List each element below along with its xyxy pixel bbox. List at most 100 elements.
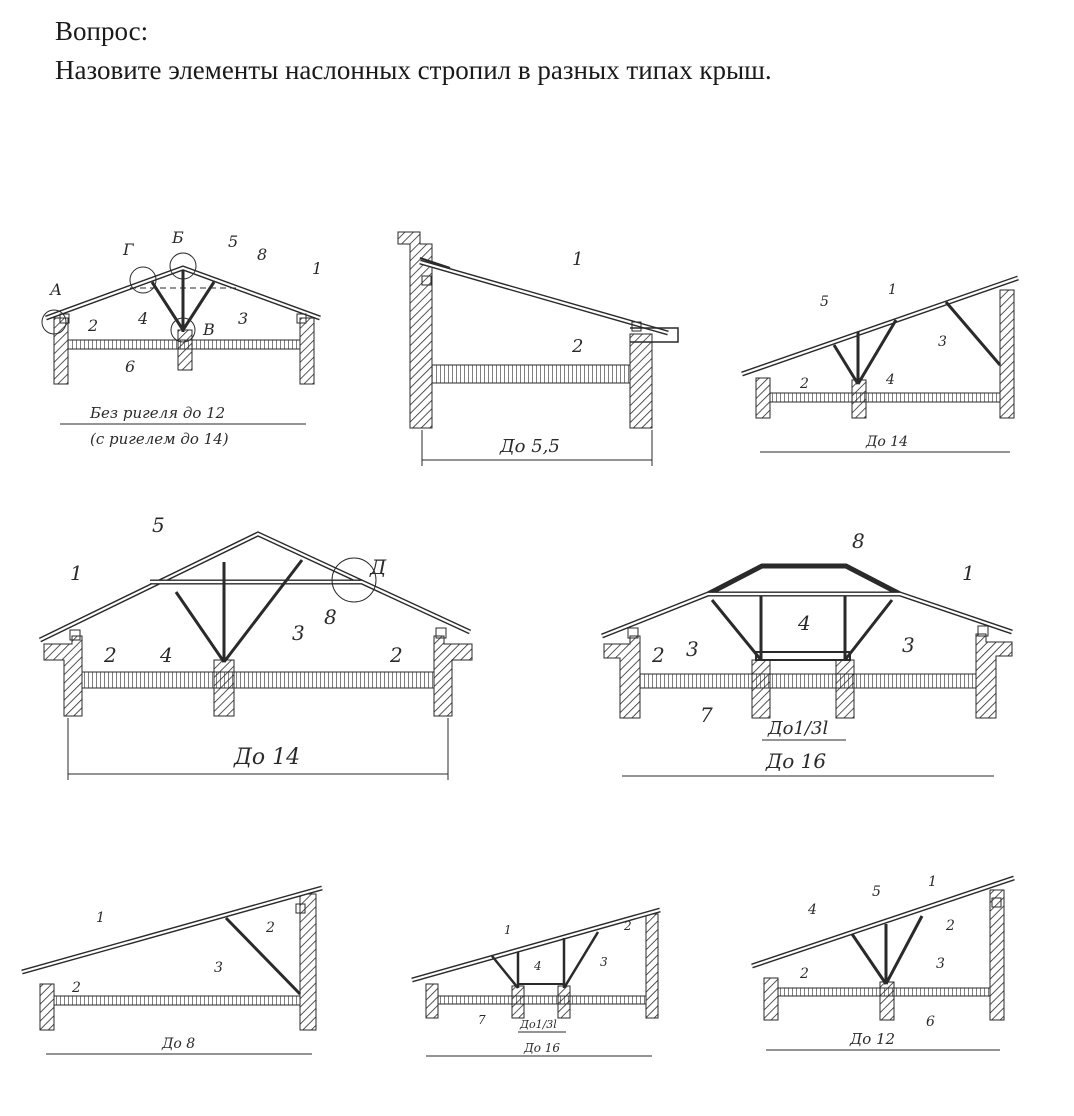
floor-slab xyxy=(777,987,991,997)
question-title: Вопрос: xyxy=(55,16,149,46)
label-8: 8 xyxy=(324,605,337,629)
strut-left xyxy=(150,281,185,331)
label-4: 4 xyxy=(807,902,817,918)
label-3: 3 xyxy=(936,956,945,972)
strut xyxy=(224,916,302,996)
label-5: 5 xyxy=(228,232,238,251)
wall-low xyxy=(629,333,653,429)
diagram-4: 5 Д 1 8 3 4 2 2 До 14 xyxy=(38,513,473,780)
floor-slab xyxy=(431,364,631,384)
wall-left xyxy=(425,983,439,1019)
diagram-3: 1 5 3 4 2 До 14 xyxy=(741,275,1019,453)
wall-left xyxy=(39,983,55,1031)
label-2-left: 2 xyxy=(799,966,809,982)
label-D: Д xyxy=(369,555,387,579)
floor-slab xyxy=(437,995,647,1005)
label-1: 1 xyxy=(572,249,583,270)
label-2: 2 xyxy=(799,376,809,392)
wall-middle xyxy=(177,329,193,371)
rafter-top xyxy=(706,563,902,597)
label-G: Г xyxy=(122,240,135,259)
diagram-5: 8 1 4 3 3 2 7 До1/3l До 16 xyxy=(601,529,1013,777)
wall-right xyxy=(645,913,659,1019)
dimension-text: До 8 xyxy=(161,1036,195,1052)
wall-left xyxy=(53,317,69,385)
node-circle-a xyxy=(41,309,67,335)
wall-right xyxy=(999,289,1015,419)
dimension-text-2: (с ригелем до 14) xyxy=(90,430,229,448)
wall-middle-left xyxy=(751,659,771,719)
label-1: 1 xyxy=(962,561,975,585)
diagram-6: 1 2 3 2 До 8 xyxy=(21,885,323,1055)
label-8: 8 xyxy=(257,245,267,264)
floor-slab xyxy=(81,671,435,689)
dimension-text: До 14 xyxy=(233,745,300,770)
wall-left xyxy=(755,377,771,419)
wall-right xyxy=(299,317,315,385)
label-2: 2 xyxy=(571,336,583,357)
wall-right xyxy=(299,893,317,1031)
label-5: 5 xyxy=(152,513,165,537)
label-V: В xyxy=(202,320,215,339)
wall-right xyxy=(989,889,1005,1021)
wall-left xyxy=(763,977,779,1021)
label-1: 1 xyxy=(312,259,322,278)
label-4: 4 xyxy=(137,309,148,328)
label-2-right: 2 xyxy=(265,920,275,936)
floor-slab xyxy=(639,673,977,689)
wall-left xyxy=(603,635,641,719)
label-1: 1 xyxy=(96,910,105,926)
label-5: 5 xyxy=(872,884,881,900)
label-3: 3 xyxy=(292,621,305,645)
node-circle-v xyxy=(170,317,196,343)
label-7: 7 xyxy=(700,703,713,727)
question-block: Вопрос: Назовите элементы наслонных стро… xyxy=(55,12,772,90)
label-6: 6 xyxy=(926,1014,935,1030)
wall-right xyxy=(433,635,473,717)
node-circle-d xyxy=(331,557,377,603)
label-3: 3 xyxy=(938,334,947,350)
subdimension-text: До1/3l xyxy=(767,718,828,739)
dimension-text: До 12 xyxy=(849,1030,895,1048)
wall-left xyxy=(43,635,83,717)
label-2: 2 xyxy=(623,919,632,933)
label-4: 4 xyxy=(159,643,173,667)
strut-right xyxy=(181,281,216,331)
label-4: 4 xyxy=(885,372,895,388)
label-5: 5 xyxy=(820,294,829,310)
label-3: 3 xyxy=(238,309,248,328)
label-3-left: 3 xyxy=(686,637,699,661)
label-7: 7 xyxy=(478,1013,486,1027)
label-8: 8 xyxy=(852,529,865,553)
label-3-right: 3 xyxy=(902,633,915,657)
label-3: 3 xyxy=(600,955,608,969)
node-circle-g xyxy=(129,266,157,294)
label-2-right: 2 xyxy=(389,643,403,667)
question-text: Назовите элементы наслонных стропил в ра… xyxy=(55,55,772,85)
label-4: 4 xyxy=(533,959,542,973)
label-1: 1 xyxy=(70,561,83,585)
wall-right xyxy=(975,633,1013,719)
label-2-left: 2 xyxy=(103,643,117,667)
wall-high xyxy=(397,231,433,429)
subdimension-text: До1/3l xyxy=(519,1018,557,1031)
label-A: А xyxy=(49,280,62,299)
dimension-text: До 14 xyxy=(865,434,908,450)
dimension-text: До 16 xyxy=(523,1041,560,1055)
diagram-2: 1 2 До 5,5 xyxy=(397,231,679,466)
floor-slab xyxy=(67,339,301,350)
label-2-right: 2 xyxy=(945,918,955,934)
strut xyxy=(944,301,1002,366)
floor-slab xyxy=(53,995,301,1006)
dimension-text: До 16 xyxy=(765,749,826,773)
label-1: 1 xyxy=(888,282,897,298)
label-B: Б xyxy=(171,228,184,247)
node-circle-b xyxy=(169,252,197,280)
diagram-8: 1 5 4 2 3 2 6 До 12 xyxy=(751,874,1015,1051)
dimension-text-1: Без ригеля до 12 xyxy=(89,404,225,422)
label-6: 6 xyxy=(125,357,135,376)
floor-slab xyxy=(769,392,1001,403)
label-1: 1 xyxy=(928,874,937,890)
label-4: 4 xyxy=(797,611,811,635)
